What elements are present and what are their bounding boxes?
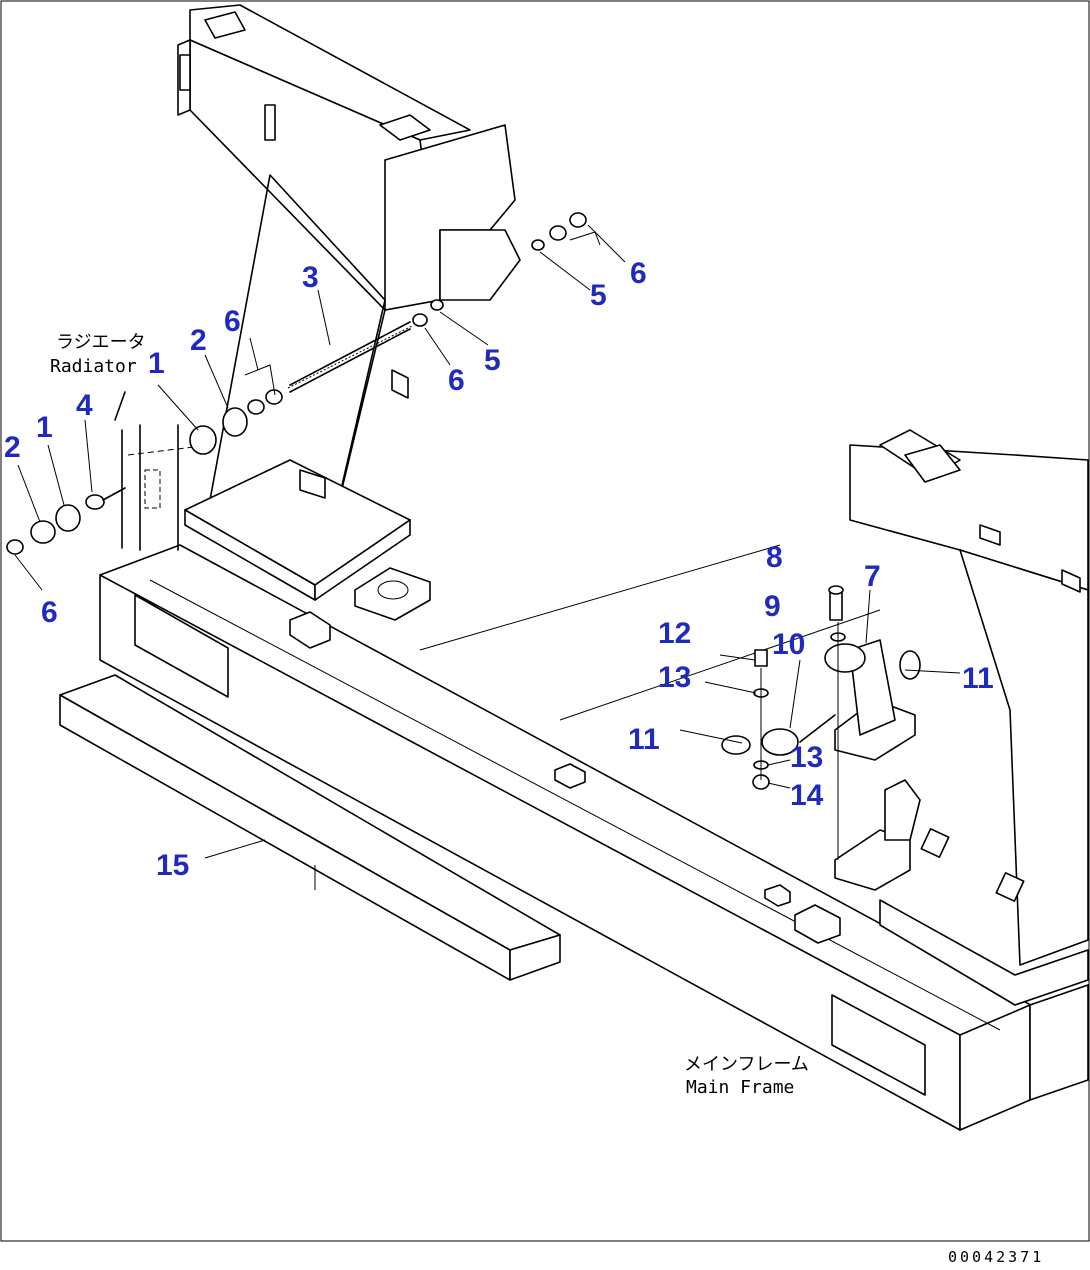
radiator-body — [114, 391, 211, 551]
callout-13a: 13 — [658, 661, 691, 694]
drawing-border — [0, 0, 1090, 1242]
radiator-label-en: Radiator — [50, 356, 137, 377]
part-15-beam — [59, 674, 561, 981]
callout-12: 12 — [658, 617, 691, 650]
callout-10: 10 — [772, 628, 805, 661]
main-frame — [99, 544, 1089, 1131]
callout-13b: 13 — [790, 741, 823, 774]
right-support-tower — [834, 429, 1089, 1006]
document-number: 00042371 — [948, 1248, 1044, 1266]
callout-8: 8 — [766, 541, 783, 574]
callout-5b: 5 — [484, 344, 501, 377]
radiator-support-tower — [177, 4, 521, 601]
rod-hardware-left — [6, 212, 601, 555]
radiator-label-jp: ラジエータ — [56, 332, 146, 353]
callout-1b: 1 — [36, 411, 53, 444]
callout-2a: 2 — [190, 324, 207, 357]
callout-6d: 6 — [41, 596, 58, 629]
callout-14: 14 — [790, 779, 824, 812]
callout-11b: 11 — [628, 723, 660, 756]
callout-6c: 6 — [448, 364, 465, 397]
callout-1a: 1 — [148, 347, 165, 380]
main-frame-label-en: Main Frame — [686, 1077, 794, 1098]
callout-3: 3 — [302, 261, 319, 294]
callout-7: 7 — [864, 560, 881, 593]
callout-5a: 5 — [590, 279, 607, 312]
callout-6b: 6 — [224, 305, 241, 338]
frame-blocks — [289, 567, 841, 944]
callout-9: 9 — [764, 590, 781, 623]
callout-11a: 11 — [962, 662, 994, 695]
callouts: 1 1 2 2 3 4 5 5 6 6 6 6 7 8 9 10 11 11 1… — [4, 257, 994, 882]
leader-lines — [14, 224, 961, 859]
callout-4: 4 — [76, 389, 93, 422]
callout-6a: 6 — [630, 257, 647, 290]
callout-15: 15 — [156, 849, 189, 882]
callout-2b: 2 — [4, 431, 21, 464]
main-frame-label-jp: メインフレーム — [684, 1054, 809, 1075]
mount-assembly-right — [721, 585, 921, 860]
